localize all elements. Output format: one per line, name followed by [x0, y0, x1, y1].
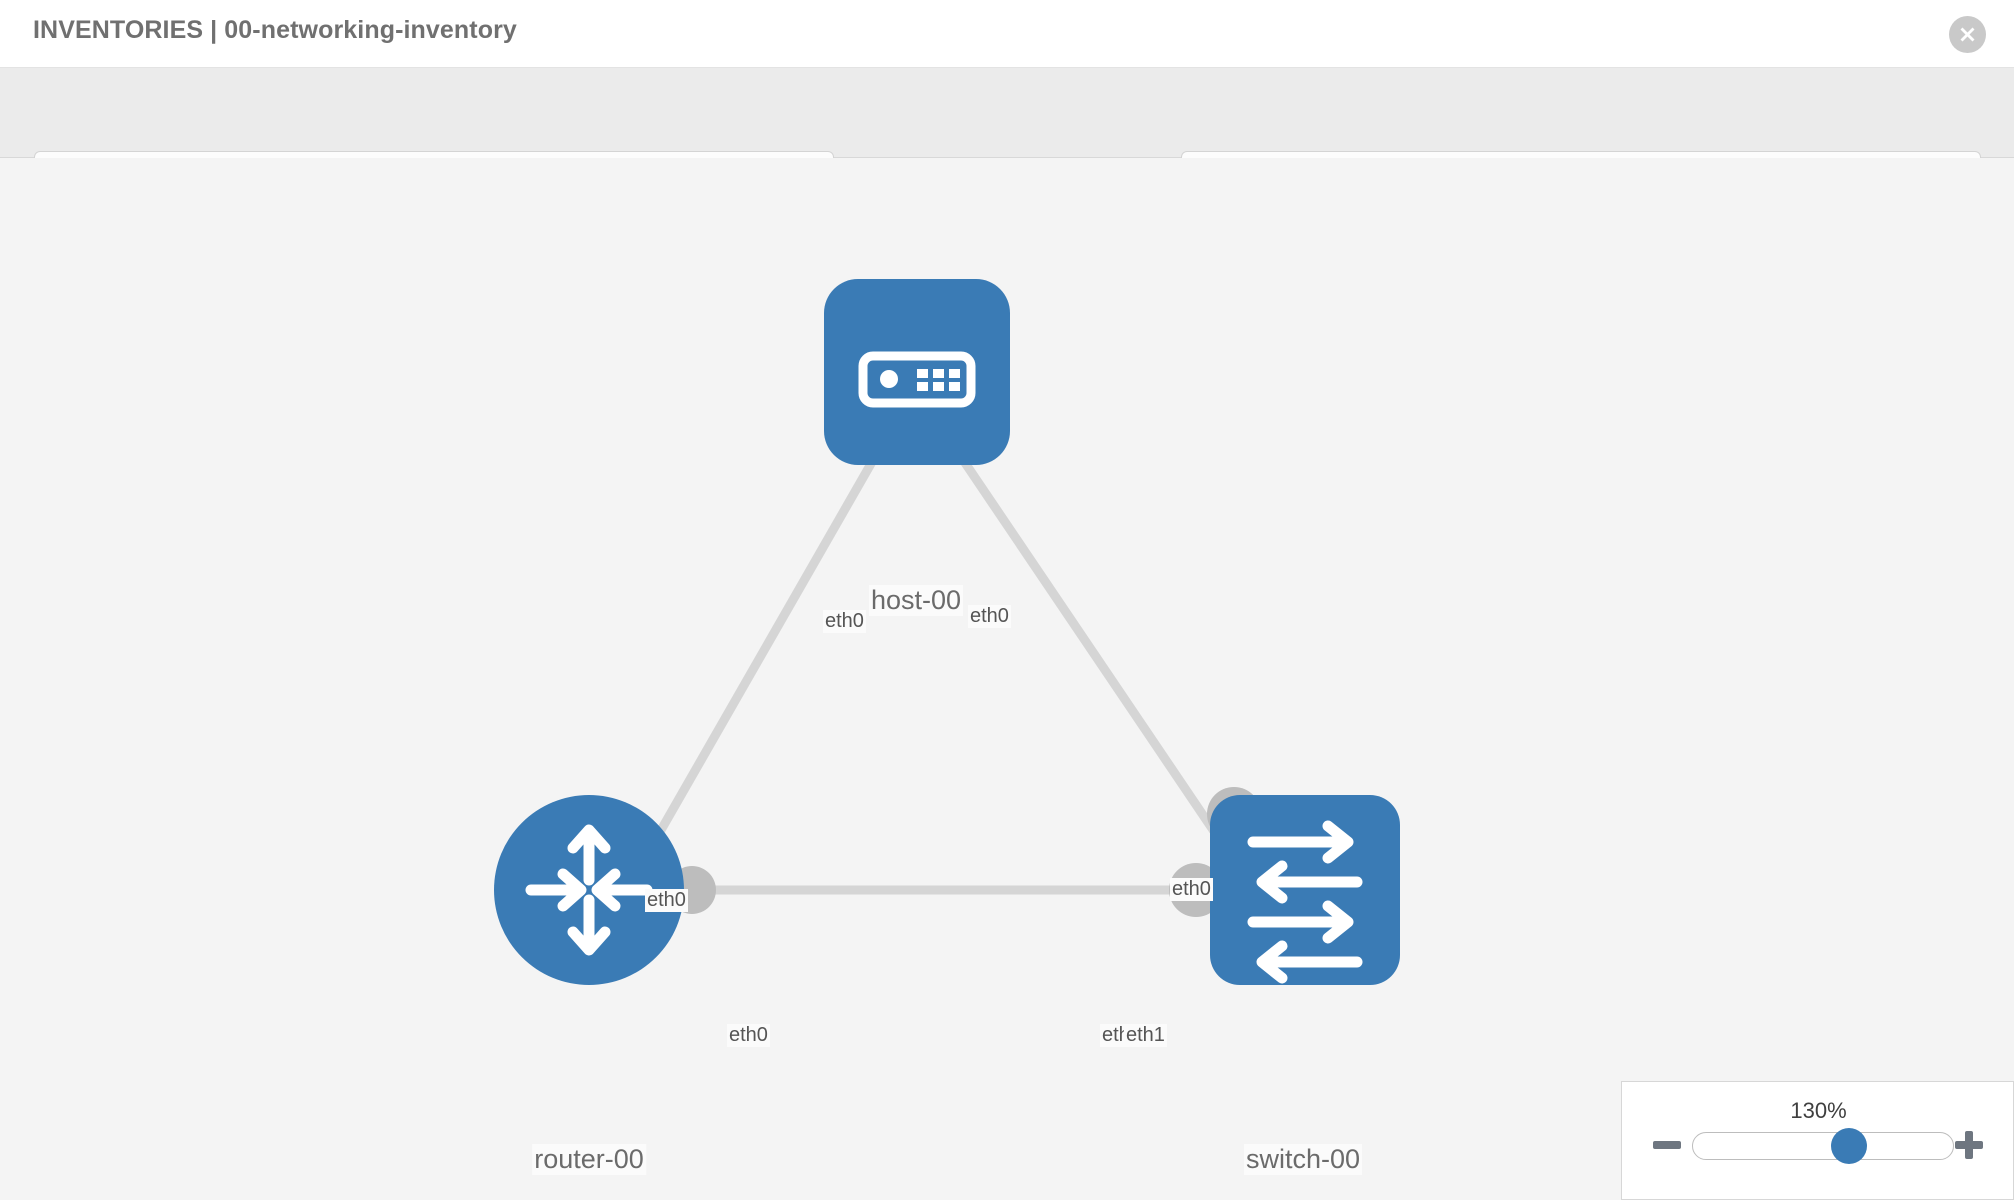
edge-host-switch [951, 445, 1236, 861]
iface-label: eth0 [727, 1024, 770, 1047]
close-icon[interactable] [1949, 16, 1986, 53]
iface-label: eth0 [823, 610, 866, 633]
topology-graph [494, 279, 1400, 985]
zoom-level-value: 130% [1790, 1098, 1847, 1123]
zoom-in-button[interactable] [1952, 1128, 1986, 1162]
iface-label: eth0 [968, 605, 1011, 628]
iface-label: eth1 [1124, 1024, 1167, 1047]
topology-canvas[interactable]: host-00 router-00 switch-00 eth0 eth0 et… [0, 158, 2014, 1200]
zoom-slider[interactable] [1692, 1128, 1954, 1164]
switch-arrows-icon [1247, 820, 1363, 984]
iface-label: eth0 [1170, 878, 1213, 901]
plus-icon [1955, 1131, 1983, 1159]
zoom-control-panel: 130% [1621, 1081, 2014, 1200]
iface-label: eth0 [645, 889, 688, 912]
node-label-router-00: router-00 [532, 1144, 646, 1175]
node-label-switch-00: switch-00 [1243, 1144, 1363, 1175]
server-icon [858, 351, 976, 408]
node-label-host-00: host-00 [868, 585, 964, 616]
edge-group [641, 445, 1236, 895]
router-arrows-icon [525, 824, 653, 956]
zoom-slider-thumb[interactable] [1830, 1128, 1867, 1164]
minus-icon [1653, 1141, 1681, 1149]
node-host-00 [824, 279, 1010, 465]
page-header: INVENTORIES | 00-networking-inventory [0, 0, 2014, 68]
zoom-out-button[interactable] [1650, 1128, 1684, 1162]
toolbar: ACTIONS SEARCH [0, 68, 2014, 203]
iface-label: eth [1100, 1024, 1132, 1047]
edge-host-router [641, 445, 884, 861]
page-title: INVENTORIES | 00-networking-inventory [33, 16, 517, 44]
node-switch-00 [1210, 795, 1400, 985]
node-router-00 [494, 795, 684, 985]
